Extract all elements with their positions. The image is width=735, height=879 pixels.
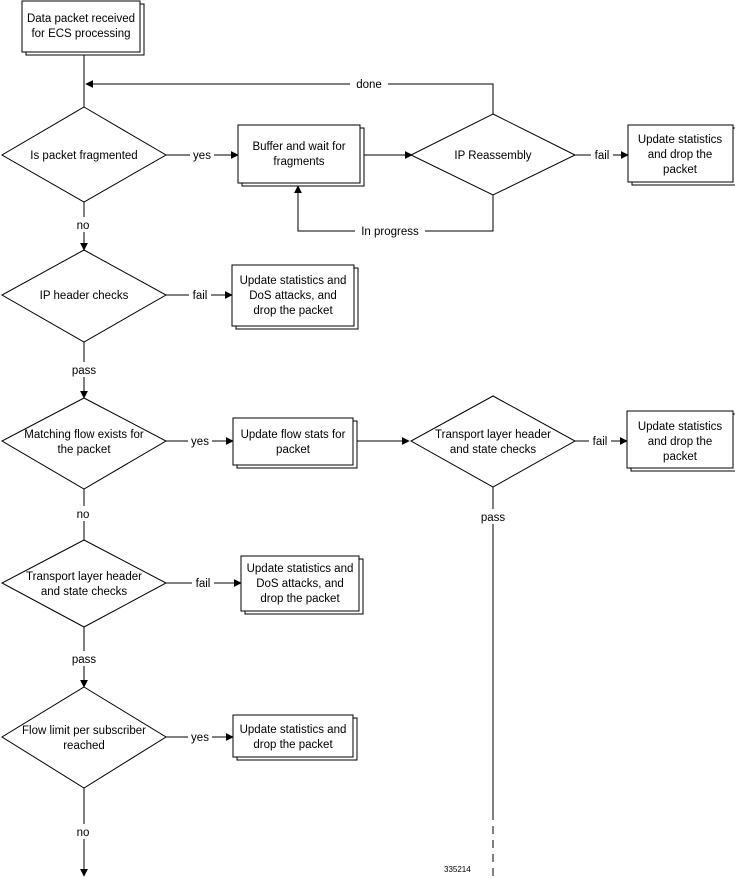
- decision-transport-left: Transport layer header and state checks: [0, 539, 168, 628]
- label-frag-no: no: [77, 220, 90, 232]
- decision-transport-right-line-2: and state checks: [450, 444, 537, 456]
- label-match-yes: yes: [191, 436, 209, 448]
- decision-fragmented: Is packet fragmented: [1, 106, 167, 203]
- node-buffer: Buffer and wait for fragments: [237, 124, 365, 187]
- decision-transport-left-line-2: and state checks: [41, 586, 128, 598]
- edge-labels: done yes fail In progress no fail pass y…: [67, 76, 613, 839]
- label-transport-left-pass: pass: [72, 654, 97, 666]
- node-start: Data packet received for ECS processing: [21, 0, 145, 56]
- node-buffer-line-1: Buffer and wait for: [252, 141, 345, 153]
- label-transport-right-fail: fail: [593, 436, 608, 448]
- label-flow-limit-no: no: [77, 827, 90, 839]
- node-transport-left-fail-line-1: Update statistics and: [247, 563, 354, 575]
- node-ip-header-fail: Update statistics and DoS attacks, and d…: [231, 264, 359, 330]
- node-transport-left-fail-line-3: drop the packet: [260, 593, 340, 605]
- node-ip-header-fail-line-1: Update statistics and: [240, 275, 347, 287]
- decision-ip-header: IP header checks: [0, 249, 168, 343]
- node-transport-right-fail-line-1: Update statistics: [638, 421, 723, 433]
- decision-transport-right-line-1: Transport layer header: [435, 429, 551, 441]
- figure-id: 335214: [444, 865, 471, 874]
- node-flow-limit-yes-line-2: drop the packet: [253, 739, 333, 751]
- node-reassembly-fail: Update statistics and drop the packet: [627, 124, 735, 186]
- label-transport-left-fail: fail: [196, 578, 211, 590]
- decision-ip-header-line-1: IP header checks: [40, 290, 129, 302]
- decision-fragmented-line-1: Is packet fragmented: [30, 150, 137, 162]
- decision-matching-flow-line-1: Matching flow exists for: [24, 429, 144, 441]
- node-reassembly-fail-line-1: Update statistics: [638, 134, 723, 146]
- node-flow-stats: Update flow stats for packet: [232, 417, 358, 469]
- node-transport-right-fail: Update statistics and drop the packet: [626, 410, 735, 472]
- label-reassembly-fail: fail: [595, 150, 610, 162]
- decision-transport-right: Transport layer header and state checks: [409, 395, 577, 488]
- label-flow-limit-yes: yes: [191, 732, 209, 744]
- edge-reassembly-done: [85, 80, 494, 114]
- decision-flow-limit-line-2: reached: [63, 740, 105, 752]
- node-transport-left-fail: Update statistics and DoS attacks, and d…: [240, 555, 364, 615]
- label-transport-right-pass: pass: [481, 512, 506, 524]
- label-ip-pass: pass: [72, 365, 97, 377]
- decision-ip-reassembly-line-1: IP Reassembly: [454, 150, 531, 162]
- node-start-line-2: for ECS processing: [31, 28, 130, 40]
- label-match-no: no: [77, 509, 90, 521]
- node-flow-limit-yes: Update statistics and drop the packet: [232, 714, 358, 761]
- node-buffer-line-2: fragments: [273, 156, 324, 168]
- node-transport-left-fail-line-2: DoS attacks, and: [256, 578, 344, 590]
- label-done: done: [356, 79, 382, 91]
- decision-transport-left-line-1: Transport layer header: [26, 571, 142, 583]
- node-reassembly-fail-line-3: packet: [663, 164, 698, 176]
- decision-matching-flow-line-2: the packet: [57, 444, 111, 456]
- label-frag-yes: yes: [193, 150, 211, 162]
- decision-ip-reassembly: IP Reassembly: [409, 113, 577, 196]
- label-in-progress: In progress: [361, 226, 419, 238]
- decision-flow-limit-line-1: Flow limit per subscriber: [22, 725, 146, 737]
- label-ip-fail: fail: [193, 290, 208, 302]
- node-flow-limit-yes-line-1: Update statistics and: [240, 724, 347, 736]
- node-transport-right-fail-line-2: and drop the: [648, 436, 713, 448]
- decision-matching-flow: Matching flow exists for the packet: [0, 397, 168, 490]
- node-flow-stats-line-1: Update flow stats for: [241, 429, 346, 441]
- node-start-line-1: Data packet received: [27, 13, 135, 25]
- node-transport-right-fail-line-3: packet: [663, 451, 698, 463]
- node-ip-header-fail-line-2: DoS attacks, and: [249, 290, 337, 302]
- node-reassembly-fail-line-2: and drop the: [648, 149, 713, 161]
- node-ip-header-fail-line-3: drop the packet: [253, 305, 333, 317]
- decision-flow-limit: Flow limit per subscriber reached: [1, 686, 167, 789]
- node-flow-stats-line-2: packet: [276, 444, 311, 456]
